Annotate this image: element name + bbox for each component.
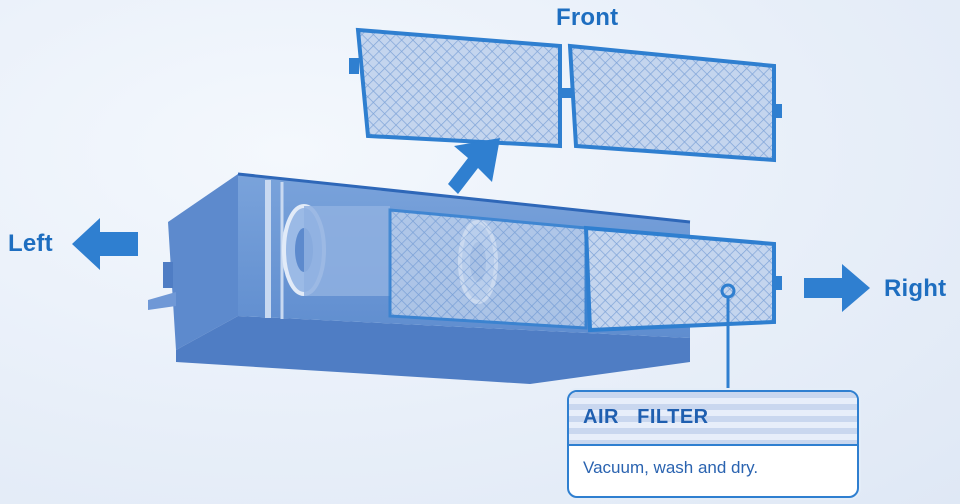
arrow-right-icon <box>804 264 870 312</box>
label-right: Right <box>884 275 947 302</box>
callout-description: Vacuum, wash and dry. <box>583 458 759 477</box>
callout-header: AIR FILTER <box>569 392 857 446</box>
label-left: Left <box>8 230 53 257</box>
arrow-up-right-icon <box>448 138 500 194</box>
arrow-left-icon <box>72 218 138 270</box>
label-front: Front <box>556 4 619 31</box>
indoor-unit <box>148 172 691 384</box>
callout-leader <box>720 283 736 392</box>
front-filter-panels <box>349 27 782 163</box>
air-filter-callout: AIR FILTER Vacuum, wash and dry. <box>567 390 859 498</box>
callout-title: AIR FILTER <box>583 406 709 428</box>
right-filter-panel <box>583 225 782 333</box>
